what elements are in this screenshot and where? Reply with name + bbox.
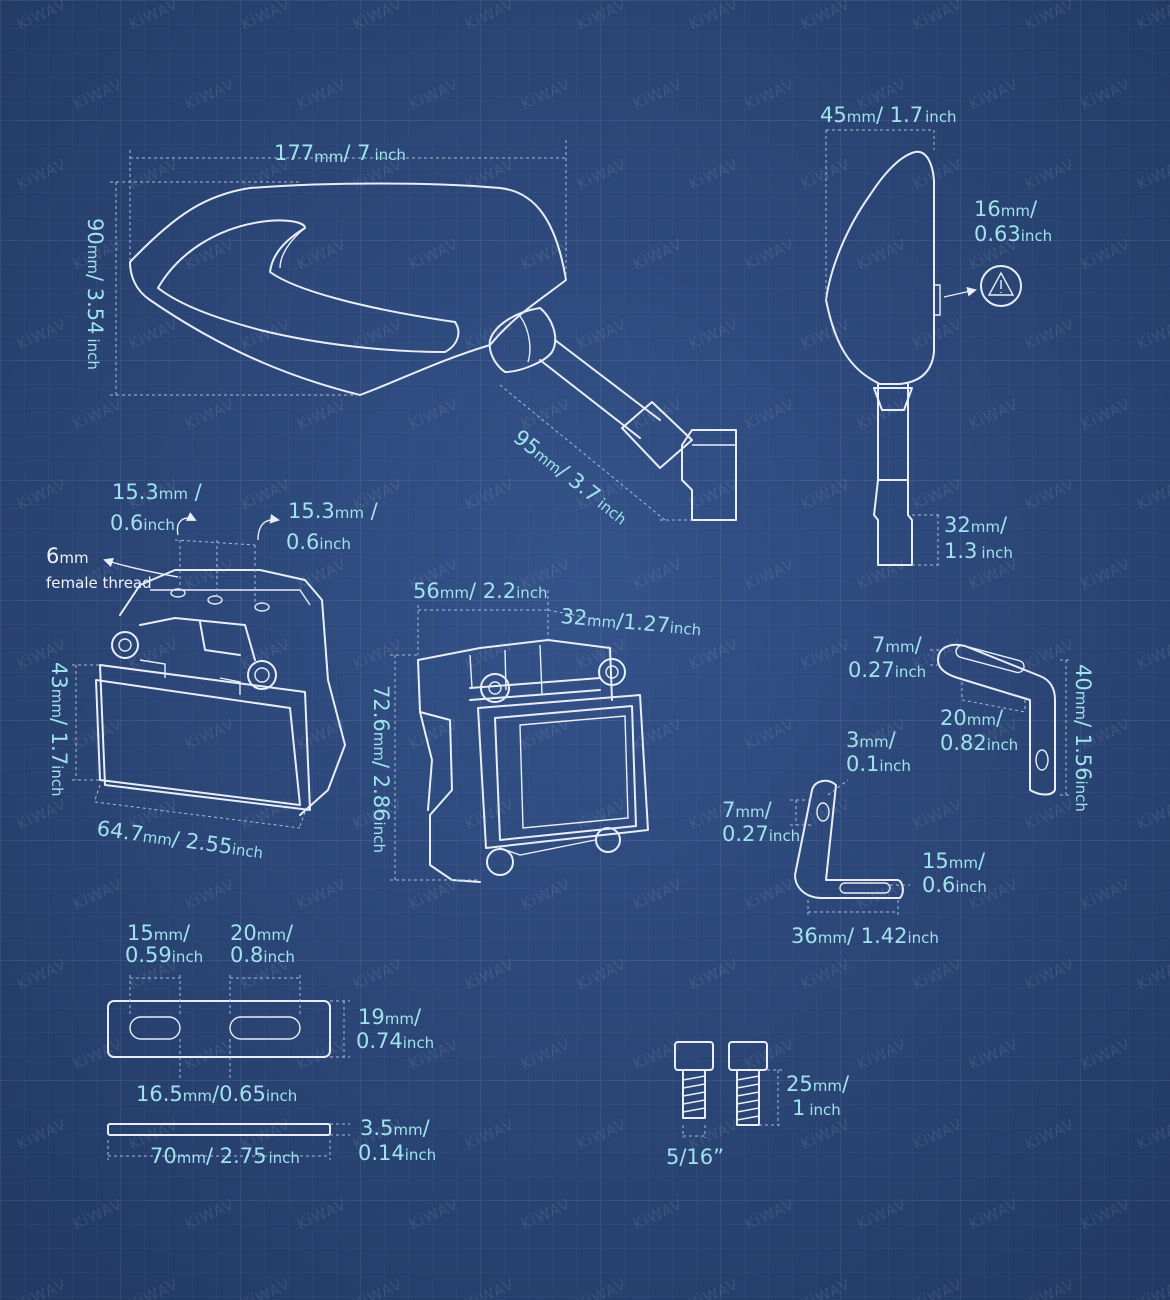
bracket-l-hole-label-2: 0.27inch: [722, 822, 800, 846]
side-button-label-1: 16mm/: [974, 197, 1038, 221]
clamp-left-drawing: [72, 512, 346, 829]
thread-type-label: female thread: [46, 574, 152, 592]
mirror-housing: [129, 182, 567, 396]
bracket-l-thick-label-1: 3mm/: [846, 728, 897, 752]
mirror-stem-sleeve: [621, 401, 693, 469]
plate-height-label-2: 0.74inch: [356, 1029, 434, 1053]
mirror-stem: [539, 339, 661, 439]
plate-slot-a-label-1: 15mm/: [127, 921, 191, 945]
plate-slot-a-label-2: 0.59inch: [125, 943, 203, 967]
clamp-right-top-label: 32mm/1.27inch: [560, 604, 703, 640]
plate-side-view: [107, 1123, 331, 1136]
mirror-lens: [157, 219, 460, 353]
clamp-left-hole-b-label-2: 0.6inch: [286, 530, 351, 554]
bracket-top-drawing: [930, 643, 1070, 796]
mirror-side-view: [825, 129, 1022, 566]
clamp-left-hole-a-label-1: 15.3mm /: [112, 480, 203, 504]
mirror-height-label: 90mm/ 3.54inch: [83, 218, 107, 370]
plate-height-label-1: 19mm/: [358, 1005, 422, 1029]
mirror-joint: [488, 307, 557, 373]
warning-button: [980, 265, 1022, 307]
side-button-label-2: 0.63inch: [974, 222, 1052, 246]
bracket-l-drawing: [790, 779, 910, 915]
side-base-label-1: 32mm/: [944, 513, 1008, 537]
bracket-top-slot-label-1: 7mm/: [872, 633, 923, 657]
bracket-l-thick-label-2: 0.1inch: [846, 752, 911, 776]
bolt-length-label-1: 25mm/: [786, 1072, 850, 1096]
plate-thick-label-1: 3.5mm/: [360, 1116, 431, 1140]
clamp-left-hole-a-label-2: 0.6inch: [110, 511, 175, 535]
bracket-l-length-label: 36mm/ 1.42inch: [791, 924, 939, 948]
side-housing: [825, 150, 935, 385]
bracket-l-slot-label-1: 15mm/: [922, 849, 986, 873]
bracket-top-length-label-2: 0.82inch: [940, 731, 1018, 755]
bolt-head: [728, 1041, 768, 1071]
plate-gap-label: 16.5mm/0.65inch: [136, 1082, 297, 1106]
bolt-head: [674, 1041, 714, 1071]
bracket-l-hole-label-1: 7mm/: [722, 798, 773, 822]
clamp-left-hole-b-label-1: 15.3mm /: [288, 499, 379, 523]
bracket-top-height-label: 40mm/ 1.56inch: [1071, 664, 1095, 812]
plate-slot-b-label-1: 20mm/: [230, 921, 294, 945]
thread-size-label: 6mm: [46, 544, 89, 568]
clamp-right-width-label: 56mm/ 2.2inch: [413, 579, 548, 603]
bracket-top-length-label-1: 20mm/: [940, 706, 1004, 730]
plate-slot-b-label-2: 0.8inch: [230, 943, 295, 967]
bracket-top-slot-label-2: 0.27inch: [848, 658, 926, 682]
plate-drawing: [107, 975, 350, 1160]
warning-icon: [987, 271, 1015, 296]
plate-thick-label-2: 0.14inch: [358, 1141, 436, 1165]
bolt-diameter-label: 5/16”: [666, 1145, 724, 1169]
clamp-right-height-label: 72.6mm/ 2.86inch: [369, 685, 393, 853]
mirror-front-view: [110, 140, 737, 521]
bolts-drawing: [674, 1041, 782, 1138]
bracket-l-slot-label-2: 0.6inch: [922, 873, 987, 897]
clamp-right-drawing: [390, 590, 649, 883]
clamp-left-height-label: 43mm/ 1.7inch: [47, 662, 71, 797]
